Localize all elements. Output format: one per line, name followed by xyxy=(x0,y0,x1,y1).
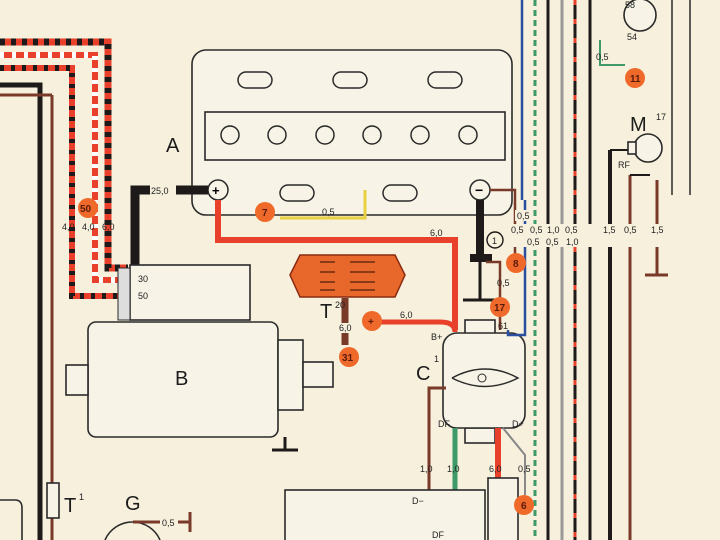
terminal-58: 58 xyxy=(625,0,635,10)
gauge-bg xyxy=(150,185,176,196)
badge-31: 31 xyxy=(339,347,359,367)
badge-6: 6 xyxy=(514,495,534,515)
battery-A: + − A xyxy=(166,49,513,216)
gauge: 0,5 xyxy=(624,225,637,235)
ground-strap-marker xyxy=(486,231,504,249)
sender-G xyxy=(104,521,161,540)
left-gauge-1: 4,0 xyxy=(62,222,75,232)
terminal-dplus: D+ xyxy=(512,419,524,429)
svg-text:6: 6 xyxy=(521,501,527,512)
terminal-30: 30 xyxy=(138,274,148,284)
svg-text:31: 31 xyxy=(342,353,354,364)
terminal-dminus: D− xyxy=(412,496,424,506)
gauge: 1,5 xyxy=(651,225,664,235)
wire-7 xyxy=(280,190,367,220)
gauge: 0,5 xyxy=(546,237,559,247)
gauge-dminus: 1,0 xyxy=(420,464,433,474)
badges: 50 7 8 17 11 31 + 6 xyxy=(78,68,645,515)
svg-text:50: 50 xyxy=(80,204,92,215)
t1-sup: 1 xyxy=(79,492,84,502)
sender-G-label: G xyxy=(125,493,141,515)
left-wire-bundle xyxy=(0,38,128,540)
sender-wire xyxy=(133,512,192,532)
svg-text:8: 8 xyxy=(513,259,519,270)
battery-plus-terminal: + xyxy=(212,183,220,198)
ground-symbol xyxy=(463,262,497,302)
svg-text:11: 11 xyxy=(630,74,641,85)
badge-50: 50 xyxy=(78,198,98,218)
svg-text:17: 17 xyxy=(494,303,506,314)
c1-label: C xyxy=(416,363,430,385)
gauge: 0,5 xyxy=(511,225,524,235)
gauge: 0,5 xyxy=(530,225,543,235)
t20-label: T xyxy=(320,301,332,323)
lamp-M17: M 17 RF xyxy=(618,112,666,170)
connector-T1 xyxy=(46,482,60,519)
wire-11-gauge: 0,5 xyxy=(596,52,609,62)
svg-text:7: 7 xyxy=(262,208,268,219)
terminal-bplus: B+ xyxy=(431,332,442,342)
svg-text:+: + xyxy=(368,317,374,328)
terminal-gen-df: DF xyxy=(432,530,444,540)
gauge: 0,5 xyxy=(527,237,540,247)
battery-label: A xyxy=(166,135,180,157)
battery-minus-terminal: − xyxy=(475,182,483,198)
m17-sup: 17 xyxy=(656,112,666,122)
gauge: 1,0 xyxy=(547,225,560,235)
terminal-reg-df: DF xyxy=(438,419,450,429)
sender-gauge: 0,5 xyxy=(162,518,175,528)
generator: D− DF xyxy=(284,477,519,540)
badge-plus: + xyxy=(362,311,382,331)
gauge: 1,5 xyxy=(603,225,616,235)
voltage-regulator-T20: T 20 6,0 6,0 xyxy=(289,254,458,345)
wire-8-gauge-bg xyxy=(515,210,531,221)
badge-8: 8 xyxy=(506,253,526,273)
gauge-strip xyxy=(508,224,668,247)
ground-strap xyxy=(470,200,492,262)
right-wire-bundle xyxy=(520,0,691,540)
red-bplus-wire xyxy=(215,200,458,330)
terminal-61: 61 xyxy=(498,321,508,331)
badge-11: 11 xyxy=(625,68,645,88)
gauge: 1,0 xyxy=(566,237,579,247)
gauge-dplus: 6,0 xyxy=(489,464,502,474)
t20-31-gauge: 6,0 xyxy=(339,323,352,333)
bplus-gauge: 6,0 xyxy=(430,228,443,238)
c1-sup: 1 xyxy=(434,354,439,364)
gauge-df: 1,0 xyxy=(447,464,460,474)
right-gauges: 0,5 0,5 0,5 1,0 0,5 0,5 1,0 1,5 0,5 1,5 xyxy=(511,225,664,247)
badge-17: 17 xyxy=(490,297,510,317)
badge-7: 7 xyxy=(255,202,275,222)
main-cable-gauge: 25,0 xyxy=(151,186,169,196)
t1-label: T xyxy=(64,495,76,517)
terminal-54: 54 xyxy=(627,32,637,42)
terminal-50: 50 xyxy=(138,291,148,301)
terminal-rf: RF xyxy=(618,160,630,170)
t20-plus-gauge: 6,0 xyxy=(400,310,413,320)
wire-8-gauge: 0,5 xyxy=(517,211,530,221)
m17-label: M xyxy=(630,114,647,136)
main-cable-25 xyxy=(130,185,208,268)
gauge-6: 0,5 xyxy=(518,464,531,474)
ground-strap-number: 1 xyxy=(492,236,497,246)
starter-label: B xyxy=(175,368,188,390)
wire-17-gauge: 0,5 xyxy=(497,278,510,288)
lamp-top: 58 54 xyxy=(623,0,657,42)
wire-7-gauge: 0,5 xyxy=(322,207,335,217)
left-component-edge xyxy=(0,499,23,540)
gauge: 0,5 xyxy=(565,225,578,235)
left-gauge-2: 4,0 xyxy=(82,222,95,232)
t20-sup: 20 xyxy=(335,300,345,310)
starter-B: 30 50 B xyxy=(65,264,334,452)
left-gauge-3: 6,0 xyxy=(102,222,115,232)
